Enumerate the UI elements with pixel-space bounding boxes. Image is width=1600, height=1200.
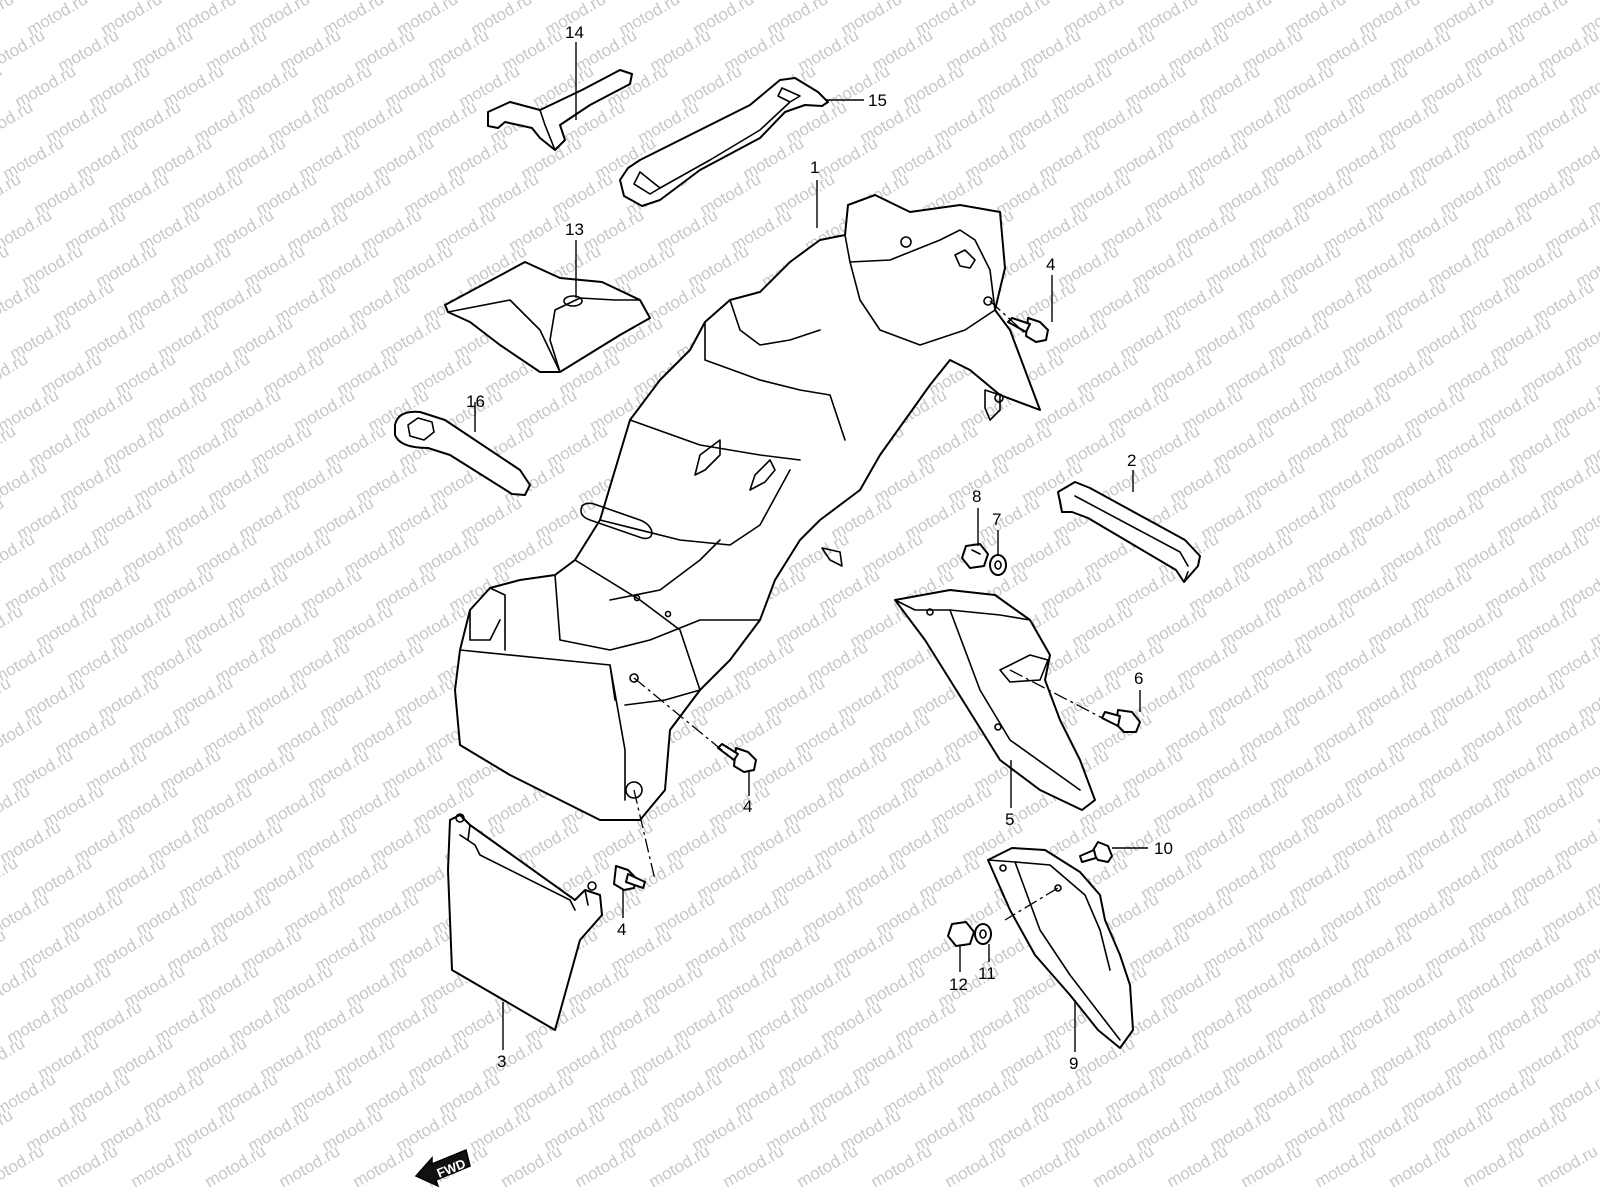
watermark-text: motod.ru <box>0 853 21 903</box>
part-3-lower-cover[interactable] <box>447 813 603 1031</box>
watermark-text: motod.ru <box>1460 1141 1528 1191</box>
callout-16: 16 <box>466 392 485 411</box>
watermark-text: motod.ru <box>572 1141 640 1191</box>
callout-11: 11 <box>978 964 996 983</box>
watermark-text: motod.ru <box>942 1141 1010 1191</box>
callout-7: 7 <box>992 510 1001 529</box>
watermark-text: motod.ru <box>0 25 48 75</box>
callout-4-lower: 4 <box>617 920 626 939</box>
watermark-text: motod.ru <box>0 241 12 291</box>
part-2-bracket[interactable] <box>1057 481 1201 583</box>
callout-4-upper: 4 <box>1046 255 1055 274</box>
part-15-strap[interactable] <box>619 77 829 207</box>
part-4-bolt-lower[interactable] <box>613 865 646 891</box>
callout-14: 14 <box>565 23 584 42</box>
part-4-bolt-middle[interactable] <box>717 743 757 773</box>
watermark-text: motod.ru <box>0 709 45 759</box>
callout-8: 8 <box>972 487 981 506</box>
watermark-text: motod.ru <box>202 1141 270 1191</box>
part-1-rear-fender[interactable] <box>454 194 1041 821</box>
watermark-text: motod.ru <box>0 0 17 39</box>
watermark-text: motod.ru <box>0 169 24 219</box>
callout-12: 12 <box>949 975 968 994</box>
watermark-text: motod.ru <box>0 745 2 795</box>
assembly-axes <box>633 300 1111 921</box>
watermark-text: motod.ru <box>0 529 38 579</box>
part-16-box-wrench[interactable] <box>394 410 531 496</box>
watermark-text: motod.ru <box>0 457 50 507</box>
part-14-hook-wrench[interactable] <box>487 69 633 151</box>
watermark-text: motod.ru <box>868 1141 936 1191</box>
callout-6: 6 <box>1134 669 1143 688</box>
callout-2: 2 <box>1127 451 1136 470</box>
part-7-washer[interactable] <box>989 554 1007 576</box>
part-13-tray-cover[interactable] <box>444 261 651 373</box>
part-8-nut[interactable] <box>961 543 989 569</box>
watermark-text: motod.ru <box>276 1141 344 1191</box>
callout-13: 13 <box>565 220 584 239</box>
part-6-bolt[interactable] <box>1101 709 1141 733</box>
watermark-text: motod.ru <box>1386 1141 1454 1191</box>
part-11-washer-hole <box>979 929 987 939</box>
watermark-text: motod.ru <box>128 1141 196 1191</box>
watermark-text: motod.ru <box>0 673 14 723</box>
watermark-text: motod.ru <box>0 277 43 327</box>
part-12-nut[interactable] <box>947 921 975 947</box>
callout-numbers: 1 2 3 4 4 4 4 5 6 7 8 9 10 11 12 13 14 1… <box>466 23 1173 1073</box>
watermark-text: motod.ru <box>0 1141 47 1191</box>
callout-9: 9 <box>1069 1054 1078 1073</box>
watermark-text: motod.ru <box>1090 1141 1158 1191</box>
watermark-text: motod.ru <box>0 961 40 1011</box>
watermark-text: motod.ru <box>1164 1141 1232 1191</box>
part-9-lower-side-panel[interactable] <box>987 847 1134 1049</box>
watermark-text: motod.ru <box>0 493 7 543</box>
watermark-text: motod.ru <box>1312 1141 1380 1191</box>
leader-lines <box>474 42 1148 1052</box>
watermark-text: motod.ru <box>54 1141 122 1191</box>
watermark-text: motod.ru <box>0 97 36 147</box>
callout-10: 10 <box>1154 839 1173 858</box>
watermark-text: motod.ru <box>498 1141 566 1191</box>
part-11-washer[interactable] <box>974 923 992 945</box>
watermark-text: motod.ru <box>1238 1141 1306 1191</box>
watermark-text: motod.ru <box>1016 1141 1084 1191</box>
callout-5: 5 <box>1005 810 1014 829</box>
callout-4-middle: 4 <box>743 797 752 816</box>
watermark-text: motod.ru <box>0 205 55 255</box>
watermark-text: motod.ru <box>0 889 52 939</box>
watermark-text: motod.ru <box>350 1141 418 1191</box>
watermark-text: motod.ru <box>646 1141 714 1191</box>
watermark-text: motod.ru <box>720 1141 788 1191</box>
part-5-side-panel[interactable] <box>894 589 1096 811</box>
watermark-text: motod.ru <box>0 421 19 471</box>
callout-1: 1 <box>810 158 819 177</box>
callout-3: 3 <box>497 1052 506 1071</box>
watermark-text: motod.ru <box>0 1105 16 1155</box>
forward-arrow-icon <box>414 1148 471 1188</box>
part-7-washer-hole <box>994 560 1002 570</box>
watermark-text: motod.ru <box>1534 1141 1600 1191</box>
watermark-text: motod.ru <box>794 1141 862 1191</box>
part-10-bolt[interactable] <box>1079 841 1113 863</box>
watermark-text: motod.ru <box>0 637 57 687</box>
part-4-bolt-upper[interactable] <box>1007 317 1049 343</box>
callout-15: 15 <box>868 91 887 110</box>
